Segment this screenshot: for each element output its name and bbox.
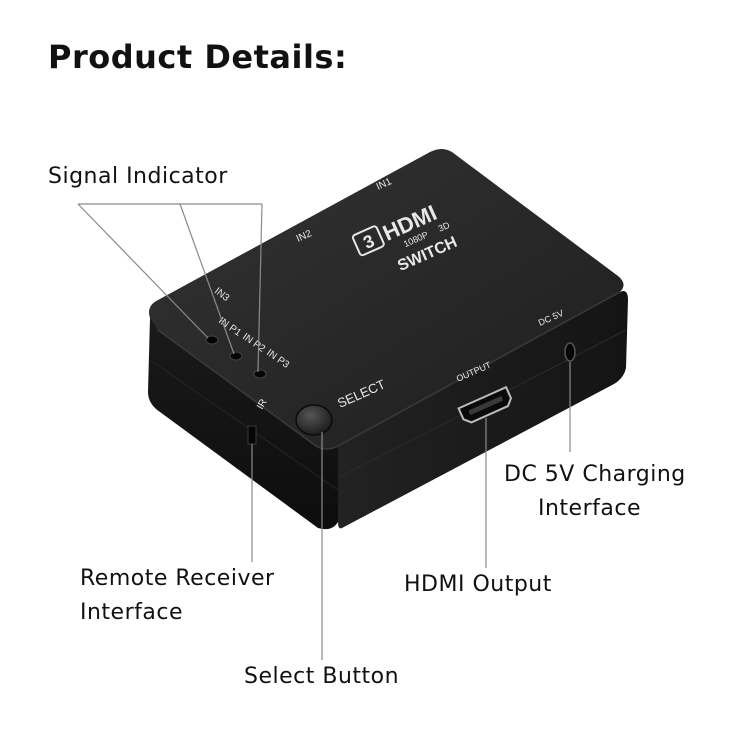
callout-select-button: Select Button (244, 664, 400, 689)
callout-dc-line2: Interface (538, 496, 641, 521)
logo-3d: 3D (437, 220, 452, 234)
callout-dc-line1: DC 5V Charging (504, 462, 686, 487)
callout-signal-indicator: Signal Indicator (48, 164, 228, 189)
callout-remote-line2: Interface (80, 600, 183, 625)
label-ir: IR (255, 397, 270, 411)
select-button[interactable] (295, 404, 333, 436)
callout-remote-receiver: Remote Receiver Interface (80, 562, 275, 630)
callout-dc-charging: DC 5V Charging Interface (504, 458, 686, 526)
callout-hdmi-output: HDMI Output (404, 572, 552, 597)
hdmi-output-port (457, 385, 513, 424)
leader-lines (77, 203, 571, 660)
dc-power-jack (564, 342, 576, 362)
leader-signal-2 (179, 203, 235, 355)
callout-remote-line1: Remote Receiver (80, 566, 275, 591)
ir-receiver-window (247, 425, 257, 445)
hdmi-switch-device: 3 HDMI 1080P 3D SWITCH IN1 IN2 IN3 IN P1… (148, 149, 628, 530)
led-in2-indicator (229, 351, 243, 361)
device-top-face (149, 149, 624, 449)
led-in3-indicator (253, 369, 267, 379)
page-title: Product Details: (48, 38, 348, 76)
led-in1-indicator (205, 335, 219, 345)
leader-signal-3 (257, 203, 263, 373)
device-front-face (148, 318, 338, 530)
leader-signal-1 (77, 203, 209, 339)
